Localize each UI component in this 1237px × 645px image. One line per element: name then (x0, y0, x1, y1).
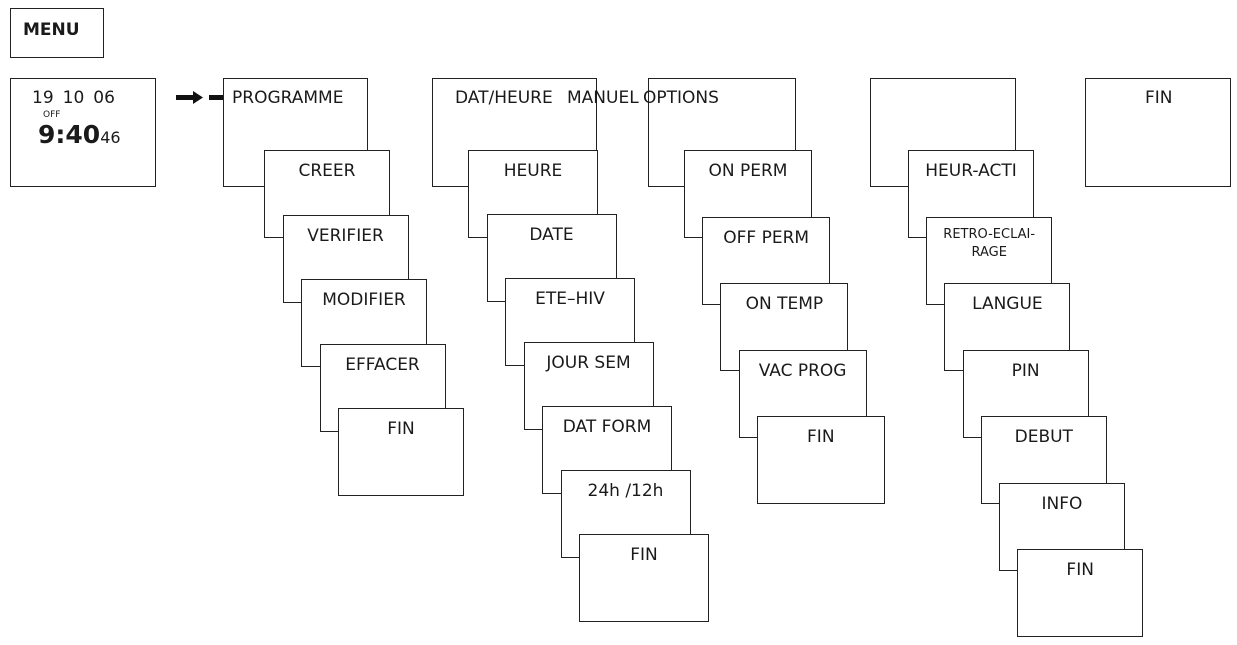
menu-item-label: INFO (1041, 493, 1083, 514)
menu-header-fin: FIN (1145, 88, 1173, 108)
menu-item-options-fin: FIN (1017, 549, 1144, 637)
display-hours-minutes: 9:40 (38, 120, 101, 149)
arrow-right-icon (176, 95, 193, 100)
menu-header-options: OPTIONS (643, 88, 719, 108)
menu-item-label: MODIFIER (322, 290, 406, 310)
clock-display: 19 10 06 OFF 9:4046 (10, 78, 156, 187)
menu-item-label: 24h /12h (587, 481, 664, 501)
menu-item-label: FIN (630, 545, 658, 565)
menu-item-label: CREER (298, 161, 356, 181)
menu-item-label: VAC PROG (758, 360, 847, 381)
arrow-right-icon (209, 95, 226, 100)
menu-item-programme-fin: FIN (338, 408, 464, 496)
display-month: 10 (62, 88, 85, 108)
menu-header-dat-heure: DAT/HEURE (455, 88, 553, 108)
menu-item-label: ON TEMP (745, 294, 824, 314)
menu-item-manuel-fin: FIN (756, 416, 885, 504)
menu-title: MENU (23, 20, 80, 40)
menu-item-label: FIN (387, 419, 415, 439)
menu-item-label: JOUR SEM (546, 353, 631, 373)
menu-item-label: DAT FORM (562, 417, 652, 437)
display-date: 19 10 06 (32, 88, 124, 108)
menu-header-manuel: MANUEL (567, 88, 639, 108)
menu-item-label: HEUR-ACTI (925, 161, 1017, 181)
menu-item-label: FIN (807, 427, 835, 447)
menu-item-label: FIN (1066, 560, 1094, 580)
menu-item-label: HEURE (503, 161, 563, 181)
arrow-right-icon (193, 91, 203, 104)
menu-item-label: EFFACER (345, 354, 420, 375)
menu-item-label: RETRO-ECLAI-RAGE (943, 226, 1036, 260)
menu-box-fin (1085, 78, 1231, 187)
menu-title-box: MENU (10, 8, 104, 58)
menu-item-label: DATE (529, 225, 574, 245)
menu-item-label: PIN (1011, 360, 1040, 381)
menu-item-label: OFF PERM (723, 227, 810, 248)
menu-item-label: LANGUE (972, 294, 1043, 314)
menu-item-label: ETE–HIV (535, 289, 605, 309)
display-day: 19 (32, 88, 54, 108)
display-seconds: 46 (100, 128, 121, 147)
menu-item-dat-heure-fin: FIN (579, 534, 709, 622)
display-status: OFF (43, 110, 61, 120)
menu-header-programme: PROGRAMME (232, 88, 344, 108)
display-year: 06 (93, 88, 115, 108)
display-time: 9:4046 (38, 122, 121, 148)
menu-item-label: DEBUT (1014, 427, 1073, 447)
menu-item-label: VERIFIER (307, 225, 384, 246)
menu-item-label: ON PERM (708, 161, 788, 181)
